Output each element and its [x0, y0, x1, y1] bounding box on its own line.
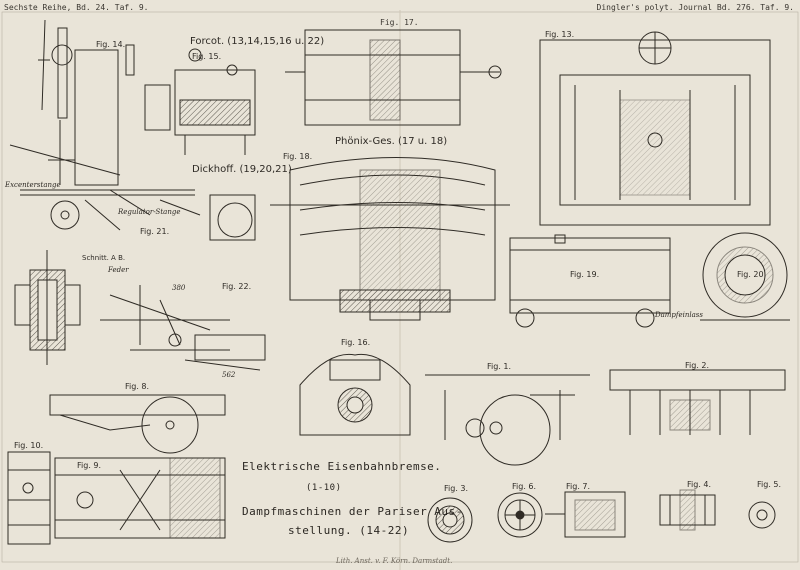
fig10-drawing	[7, 451, 51, 545]
fig8-label: Fig. 8.	[125, 382, 150, 391]
fig1-drawing	[425, 374, 590, 466]
fig20-label: Fig. 20.	[737, 270, 767, 279]
schnitt-ab-drawing	[14, 250, 81, 365]
fig2-label: Fig. 2.	[685, 361, 710, 370]
lithographer-credit: Lith. Anst. v. F. Körn. Darmstadt.	[336, 557, 453, 565]
maker-forcot: Forcot. (13,14,15,16 u. 22)	[190, 36, 325, 47]
dimension-380: 380	[172, 284, 186, 292]
fig17-drawing	[285, 29, 502, 126]
fig9-label: Fig. 9.	[77, 461, 102, 470]
plate-title-line3: Dampfmaschinen der Pariser Aus-	[242, 505, 463, 518]
fig9-drawing	[54, 457, 226, 539]
fig20-drawing	[700, 232, 790, 321]
fig2-drawing	[609, 369, 786, 435]
fig14-label: Fig. 14.	[96, 40, 126, 49]
fig4-drawing	[659, 489, 716, 531]
maker-phoenix: Phönix-Ges. (17 u. 18)	[335, 136, 448, 147]
excenterstange-label: Excenterstange	[5, 181, 61, 189]
feder-label: Feder	[108, 266, 129, 274]
maker-dickhoff: Dickhoff. (19,20,21)	[192, 164, 292, 175]
fig21-drawing	[20, 189, 256, 241]
fig16-label: Fig. 16.	[341, 338, 371, 347]
plate-title-line4: stellung. (14-22)	[288, 524, 410, 537]
fig16-drawing	[299, 353, 411, 436]
fig6-drawing	[497, 492, 543, 538]
fig3-drawing	[427, 497, 473, 543]
fig7-drawing	[545, 491, 626, 538]
plate-title-line2: (1-10)	[306, 483, 342, 493]
fig22-label: Fig. 22.	[222, 282, 252, 291]
regulator-label: Regulator-Stange	[118, 208, 181, 216]
fig5-label: Fig. 5.	[757, 480, 782, 489]
fig3-label: Fig. 3.	[444, 484, 469, 493]
fig18-drawing	[270, 157, 510, 321]
fig15-drawing	[144, 48, 256, 155]
fig7-label: Fig. 7.	[566, 482, 591, 491]
fig13-label: Fig. 13.	[545, 30, 575, 39]
fig1-label: Fig. 1.	[487, 362, 512, 371]
fig8-drawing	[49, 394, 226, 454]
fig19-drawing	[509, 234, 671, 328]
plate-title-line1: Elektrische Eisenbahnbremse.	[242, 460, 442, 473]
fig15-label: Fig. 15.	[192, 52, 222, 61]
header-journal: Dingler's polyt. Journal Bd. 276. Taf. 9…	[596, 3, 794, 12]
header-series: Sechste Reihe, Bd. 24. Taf. 9.	[4, 3, 149, 12]
fig6-label: Fig. 6.	[512, 482, 537, 491]
dampfeinlass-label: Dampfeinlass	[655, 311, 703, 319]
fig19-label: Fig. 19.	[570, 270, 600, 279]
fig21-label: Fig. 21.	[140, 227, 170, 236]
fig18-label: Fig. 18.	[283, 152, 313, 161]
fig5-drawing	[748, 501, 776, 529]
fig4-label: Fig. 4.	[687, 480, 712, 489]
schnitt-label: Schnitt. A B.	[82, 254, 126, 262]
fig22-drawing	[100, 285, 266, 371]
fig14-drawing	[9, 19, 135, 186]
fig17-label: Fig. 17.	[380, 18, 419, 27]
fig10-label: Fig. 10.	[14, 441, 44, 450]
dimension-562: 562	[222, 371, 236, 379]
fig13-drawing	[539, 31, 771, 226]
